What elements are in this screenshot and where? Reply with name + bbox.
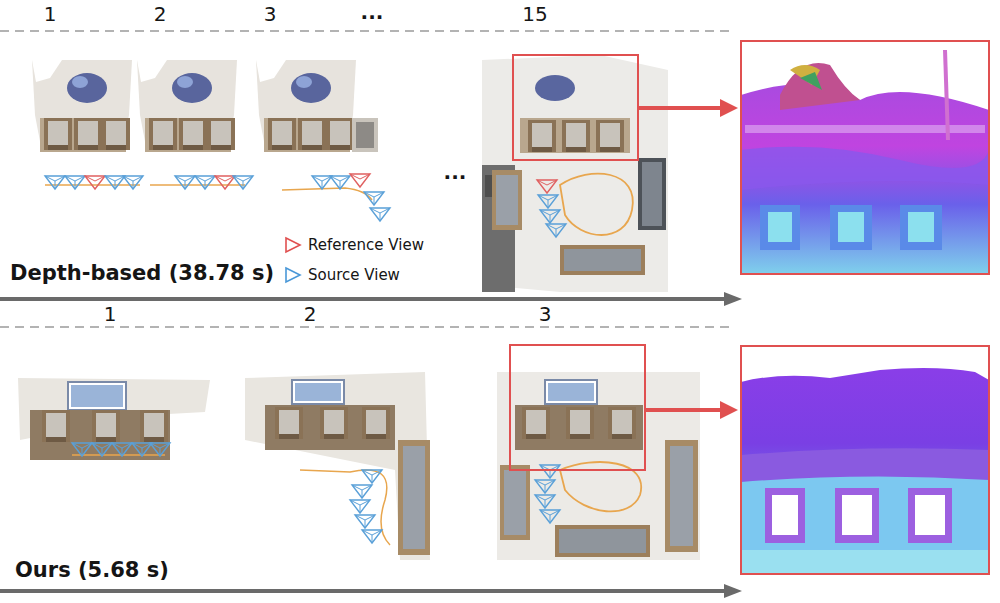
ellipsis: ... [444, 162, 467, 182]
camera-triangle [286, 238, 300, 252]
legend-text: Source View [308, 266, 400, 284]
step-number: 2 [304, 304, 317, 324]
method-label: Depth-based (38.78 s) [10, 263, 274, 284]
legend-item: Reference View [284, 236, 424, 254]
camera-triangle-symbol [284, 266, 302, 284]
step-number: 15 [522, 4, 547, 24]
step-number: 3 [539, 304, 552, 324]
step-number: 1 [44, 4, 57, 24]
step-number: 3 [264, 4, 277, 24]
camera-triangle-symbol [284, 236, 302, 254]
step-number: 1 [104, 304, 117, 324]
legend-text: Reference View [308, 236, 424, 254]
ellipsis: ... [361, 2, 384, 22]
legend-item: Source View [284, 266, 400, 284]
camera-triangle [286, 268, 300, 282]
method-label: Ours (5.68 s) [15, 560, 169, 581]
step-number: 2 [154, 4, 167, 24]
